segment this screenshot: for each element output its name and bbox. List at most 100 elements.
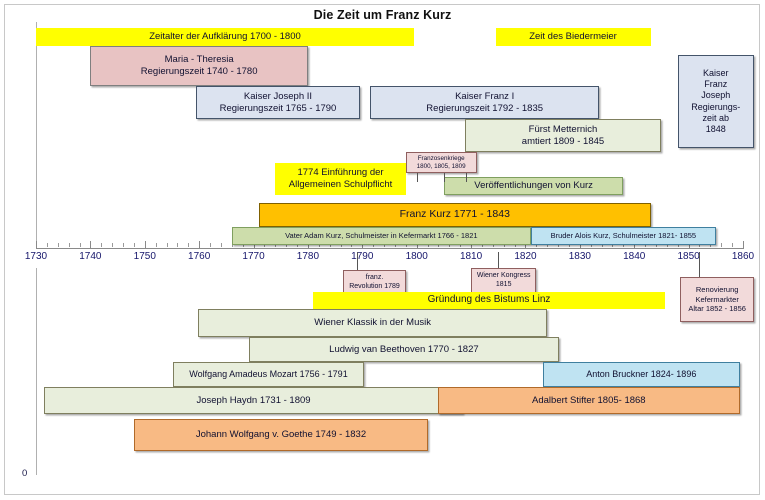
bar-label-line: Franzosenkriege bbox=[417, 154, 465, 162]
x-axis-tick-label: 1820 bbox=[514, 251, 537, 262]
x-axis-minor-tick bbox=[601, 243, 603, 247]
x-axis-minor-tick bbox=[623, 243, 625, 247]
franzosenkriege-year-marker bbox=[416, 173, 418, 182]
timeline-bar-franz-kurz[interactable]: Franz Kurz 1771 - 1843 bbox=[258, 203, 651, 227]
x-axis-minor-tick bbox=[318, 243, 320, 247]
bar-label-line: Zeit des Biedermeier bbox=[529, 31, 617, 43]
x-axis-minor-tick bbox=[449, 243, 451, 247]
franzosenkriege-year-marker bbox=[465, 173, 467, 182]
x-axis-line bbox=[36, 248, 744, 249]
timeline-bar-gruendung-des-bistums-linz[interactable]: Gründung des Bistums Linz bbox=[312, 292, 666, 309]
bar-label-line: Gründung des Bistums Linz bbox=[427, 294, 551, 306]
x-axis-minor-tick bbox=[79, 243, 81, 247]
bar-label-line: Kaiser bbox=[703, 67, 729, 78]
x-axis-minor-tick bbox=[340, 243, 342, 247]
x-axis-minor-tick bbox=[286, 243, 288, 247]
bar-label-line: Regierungszeit 1740 - 1780 bbox=[140, 66, 258, 77]
timeline-bar-vater-adam-kurz[interactable]: Vater Adam Kurz, Schulmeister in Keferma… bbox=[231, 227, 531, 245]
x-axis-minor-tick bbox=[220, 243, 222, 247]
franzosenkriege-year-marker bbox=[443, 173, 445, 182]
timeline-bar-joseph-haydn[interactable]: Joseph Haydn 1731 - 1809 bbox=[44, 387, 463, 414]
timeline-bar-wiener-klassik-in-der-musik[interactable]: Wiener Klassik in der Musik bbox=[198, 309, 548, 337]
bar-label-line: Ludwig van Beethoven 1770 - 1827 bbox=[329, 343, 479, 355]
x-axis-tick-label: 1750 bbox=[133, 251, 156, 262]
timeline-bar-bruder-alois-kurz[interactable]: Bruder Alois Kurz, Schulmeister 1821- 18… bbox=[530, 227, 716, 245]
x-axis-tick-label: 1760 bbox=[188, 251, 211, 262]
timeline-bar-adalbert-stifter[interactable]: Adalbert Stifter 1805- 1868 bbox=[437, 387, 740, 414]
x-axis-minor-tick bbox=[558, 243, 560, 247]
vertical-axis-upper bbox=[36, 22, 37, 248]
bar-label-line: Bruder Alois Kurz, Schulmeister 1821- 18… bbox=[550, 231, 697, 241]
x-axis-tick-label: 1850 bbox=[677, 251, 700, 262]
x-axis-minor-tick bbox=[373, 243, 375, 247]
bar-label-line: Regierungs- bbox=[691, 101, 741, 112]
timeline-bar-franz-revolution[interactable]: franz.Revolution 1789 bbox=[343, 270, 406, 296]
x-axis-minor-tick bbox=[46, 243, 48, 247]
x-axis-minor-tick bbox=[612, 243, 614, 247]
x-axis-major-tick bbox=[199, 241, 201, 248]
x-axis-minor-tick bbox=[503, 243, 505, 247]
x-axis-minor-tick bbox=[438, 243, 440, 247]
x-axis-tick-label: 1810 bbox=[459, 251, 483, 262]
timeline-bar-anton-bruckner[interactable]: Anton Bruckner 1824- 1896 bbox=[542, 362, 740, 387]
timeline-bar-wolfgang-amadeus-mozart[interactable]: Wolfgang Amadeus Mozart 1756 - 1791 bbox=[173, 362, 364, 387]
x-axis-minor-tick bbox=[514, 243, 516, 247]
timeline-bar-zeit-des-biedermeier[interactable]: Zeit des Biedermeier bbox=[495, 28, 651, 46]
x-axis-minor-tick bbox=[536, 243, 538, 247]
callout-leader-line bbox=[498, 252, 500, 268]
x-axis-minor-tick bbox=[568, 243, 570, 247]
timeline-bar-veroeffentlichungen-von-kurz[interactable]: Veröffentlichungen von Kurz bbox=[443, 177, 624, 195]
x-axis-tick-label: 1830 bbox=[568, 251, 591, 262]
bar-label-line: Anton Bruckner 1824- 1896 bbox=[586, 368, 697, 379]
bar-label-line: Veröffentlichungen von Kurz bbox=[474, 180, 593, 192]
bar-label-line: Kaiser Franz I bbox=[455, 90, 515, 102]
bar-label-line: Fürst Metternich bbox=[528, 123, 598, 135]
timeline-bar-johann-wolfgang-v-goethe[interactable]: Johann Wolfgang v. Goethe 1749 - 1832 bbox=[134, 419, 428, 451]
bar-label-line: Kaiser Joseph II bbox=[243, 90, 313, 102]
bar-label-line: Franz Kurz 1771 - 1843 bbox=[399, 208, 510, 221]
x-axis-tick-label: 1770 bbox=[242, 251, 265, 262]
x-axis-tick-label: 1780 bbox=[296, 251, 320, 262]
bar-label-line: Vater Adam Kurz, Schulmeister in Keferma… bbox=[285, 231, 478, 241]
x-axis-major-tick bbox=[90, 241, 92, 248]
bar-label-line: Regierungszeit 1765 - 1790 bbox=[219, 102, 337, 114]
x-axis-minor-tick bbox=[329, 243, 331, 247]
timeline-bar-ludwig-van-beethoven[interactable]: Ludwig van Beethoven 1770 - 1827 bbox=[249, 337, 559, 362]
bar-label-line: Revolution 1789 bbox=[349, 283, 400, 290]
bar-label-line: Regierungszeit 1792 - 1835 bbox=[426, 102, 544, 114]
bar-label-line: Wiener Klassik in der Musik bbox=[314, 317, 431, 329]
x-axis-minor-tick bbox=[231, 243, 233, 247]
x-axis-minor-tick bbox=[590, 243, 592, 247]
x-axis-minor-tick bbox=[394, 243, 396, 247]
x-axis-minor-tick bbox=[655, 243, 657, 247]
axis-zero-label: 0 bbox=[22, 468, 28, 479]
x-axis-minor-tick bbox=[427, 243, 429, 247]
x-axis-minor-tick bbox=[188, 243, 190, 247]
x-axis-major-tick bbox=[144, 241, 146, 248]
bar-label-line: 1774 Einführung der bbox=[297, 167, 384, 179]
timeline-bar-zeitalter-der-aufklaerung[interactable]: Zeitalter der Aufklärung 1700 - 1800 bbox=[36, 28, 414, 46]
x-axis-minor-tick bbox=[384, 243, 386, 247]
bar-label-line: Adalbert Stifter 1805- 1868 bbox=[532, 394, 646, 406]
x-axis-minor-tick bbox=[460, 243, 462, 247]
x-axis-minor-tick bbox=[133, 243, 135, 247]
x-axis-minor-tick bbox=[699, 243, 701, 247]
x-axis-tick-label: 1740 bbox=[79, 251, 102, 262]
x-axis-major-tick bbox=[36, 241, 37, 248]
bar-label-line: Joseph bbox=[701, 90, 731, 101]
chart-frame bbox=[4, 4, 760, 495]
x-axis-minor-tick bbox=[721, 243, 723, 247]
x-axis-minor-tick bbox=[264, 243, 266, 247]
x-axis-minor-tick bbox=[666, 243, 668, 247]
x-axis-minor-tick bbox=[275, 243, 277, 247]
